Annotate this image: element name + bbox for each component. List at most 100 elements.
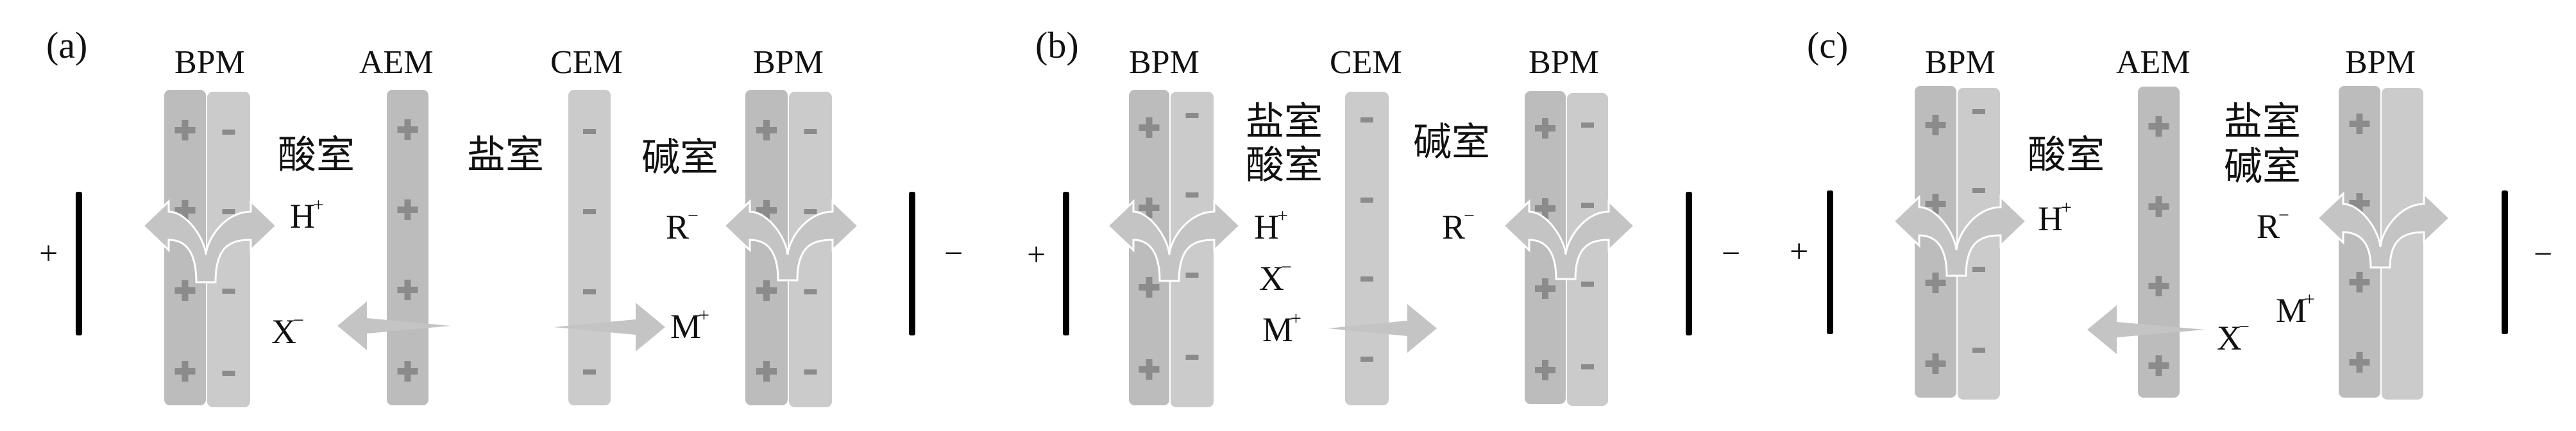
water-splitting-arrow-icon	[2316, 191, 2452, 269]
ion-charge: +	[699, 305, 709, 326]
anode-sign: +	[1027, 237, 1046, 273]
anode-electrode	[1063, 192, 1069, 335]
ion-charge: +	[2304, 289, 2315, 310]
membrane-label: BPM	[1925, 44, 1996, 81]
minus-charge-icon	[1185, 273, 1199, 278]
plus-charge-icon-vertical	[404, 361, 411, 382]
plus-charge-icon-vertical	[182, 200, 189, 221]
ion-symbol: X	[271, 312, 296, 351]
chamber-label: 酸室	[1246, 144, 1323, 187]
plus-charge-icon-vertical	[763, 280, 770, 301]
ion-label-m: M+	[1262, 308, 1301, 349]
water-splitting-arrow-icon	[1892, 194, 2028, 277]
water-splitting-arrow-icon	[141, 199, 278, 283]
ion-charge: +	[313, 194, 324, 216]
plus-charge-icon-vertical	[1932, 194, 1939, 214]
membrane-bpm: BPM	[141, 44, 278, 407]
plus-charge-icon-vertical	[2155, 276, 2162, 296]
minus-charge-icon	[1581, 282, 1594, 287]
membrane-label: BPM	[1129, 44, 1199, 81]
bpm-anion-layer	[789, 92, 832, 407]
anode-electrode	[1827, 190, 1833, 334]
membrane-aem: AEM	[2116, 44, 2190, 398]
chamber-label: 碱室	[1413, 121, 1490, 164]
ion-symbol: M	[670, 307, 701, 346]
minus-charge-icon	[804, 129, 817, 134]
water-splitting-arrow-icon	[1106, 199, 1242, 282]
plus-charge-icon-vertical	[2155, 355, 2162, 376]
ion-symbol: M	[1262, 310, 1293, 349]
water-splitting-arrow-icon	[1502, 199, 1636, 280]
minus-charge-icon	[583, 369, 596, 375]
plus-charge-icon-vertical	[2155, 196, 2162, 217]
ion-migration-arrow-left-icon	[2087, 305, 2205, 354]
membrane-label: CEM	[550, 44, 623, 81]
ion-charge: −	[2239, 316, 2250, 337]
plus-charge-icon-vertical	[763, 361, 770, 382]
plus-charge-icon-vertical	[763, 120, 770, 140]
ion-label-x: X−	[2217, 316, 2250, 357]
bpm-cation-layer	[1525, 91, 1566, 404]
panel-label: (c)	[1807, 24, 1848, 66]
ion-charge: +	[2061, 197, 2072, 218]
minus-charge-icon	[804, 209, 817, 214]
plus-charge-icon-vertical	[1932, 353, 1939, 374]
ion-migration-arrow-right-icon	[1328, 304, 1437, 353]
bpm-anion-layer	[1171, 92, 1214, 407]
plus-charge-icon-vertical	[182, 120, 189, 140]
minus-charge-icon	[222, 130, 235, 135]
plus-charge-icon-vertical	[182, 361, 189, 382]
ion-symbol: H	[290, 197, 315, 235]
plus-charge-icon-vertical	[1146, 198, 1153, 218]
plus-charge-icon-vertical	[182, 280, 189, 301]
ion-label-h: H+	[2038, 197, 2072, 238]
minus-charge-icon	[1360, 198, 1373, 203]
minus-charge-icon	[1581, 364, 1594, 369]
panel-label: (a)	[46, 24, 87, 66]
bpm-cation-layer	[745, 90, 788, 405]
plus-charge-icon-vertical	[2356, 114, 2363, 134]
plus-charge-icon-vertical	[404, 199, 411, 220]
ion-label-h: H+	[1254, 205, 1288, 246]
ion-charge: +	[1291, 308, 1301, 329]
minus-charge-icon	[583, 289, 596, 294]
membrane-bpm: BPM	[1502, 44, 1636, 406]
chamber-label: 盐室	[2224, 101, 2301, 143]
cathode-electrode	[2502, 190, 2508, 334]
chamber-label: 酸室	[2028, 134, 2105, 176]
ion-charge: −	[688, 205, 699, 226]
ion-charge: −	[1464, 205, 1475, 226]
cem-strip	[568, 90, 611, 405]
plus-charge-icon-vertical	[404, 280, 411, 300]
membrane-cem: CEM	[550, 44, 623, 405]
ion-label-r: R−	[666, 205, 699, 246]
ion-label-r: R−	[2257, 205, 2289, 246]
chamber-label: 盐室	[1246, 101, 1323, 143]
ion-label-m: M+	[670, 305, 709, 346]
plus-charge-icon-vertical	[1932, 115, 1939, 135]
minus-charge-icon	[222, 289, 235, 294]
bpm-cation-layer	[1129, 90, 1169, 405]
ion-label-h: H+	[290, 194, 324, 235]
minus-charge-icon	[804, 369, 817, 375]
minus-charge-icon	[1185, 192, 1199, 198]
minus-charge-icon	[1581, 203, 1594, 208]
membrane-label: BPM	[2345, 44, 2416, 81]
water-splitting-arrow-icon	[722, 199, 860, 282]
ion-label-m: M+	[2276, 289, 2315, 330]
bpm-cation-layer	[164, 90, 206, 405]
membrane-bpm: BPM	[1892, 44, 2028, 400]
ion-migration-arrow-right-icon	[554, 303, 665, 351]
minus-charge-icon	[1185, 355, 1199, 360]
ion-migration-arrow-left-icon	[337, 301, 451, 350]
bpm-anion-layer	[1567, 93, 1608, 406]
plus-charge-icon-vertical	[1146, 277, 1153, 298]
ion-symbol: R	[666, 208, 689, 246]
plus-charge-icon-vertical	[1146, 359, 1153, 380]
membrane-label: BPM	[174, 44, 245, 81]
membrane-cem: CEM	[1330, 44, 1402, 405]
plus-charge-icon-vertical	[2356, 272, 2363, 292]
ion-symbol: M	[2276, 291, 2307, 330]
plus-charge-icon-vertical	[1542, 278, 1548, 299]
